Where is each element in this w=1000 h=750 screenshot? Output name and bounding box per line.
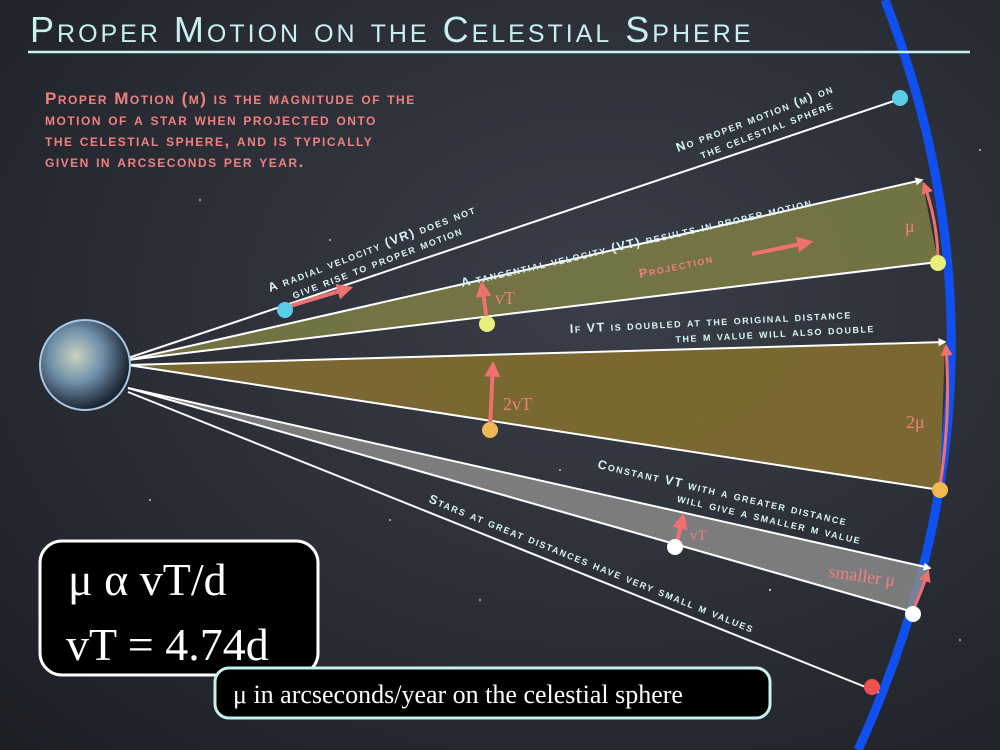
radial-velocity-arrow — [289, 284, 354, 308]
vt-arrow — [475, 280, 492, 323]
star-very-distant — [864, 679, 880, 695]
star-doubled — [482, 422, 498, 438]
star-distant — [667, 539, 683, 555]
star-no-motion — [892, 90, 908, 106]
earth — [39, 319, 131, 411]
intro-line: Proper Motion (μ) is the magnitude of th… — [45, 89, 416, 108]
wedge-distant — [128, 388, 930, 612]
caption-box — [213, 666, 772, 720]
intro-text: Proper Motion (μ) is the magnitude of th… — [45, 89, 416, 171]
mu-arrow — [921, 181, 940, 259]
label-2vt: 2vT — [503, 394, 532, 414]
caption: μ in arcseconds/year on the celestial sp… — [233, 680, 683, 709]
intro-line: the celestial sphere, and is typically — [45, 131, 373, 150]
page-title: Proper Motion on the Celestial Sphere — [30, 9, 753, 50]
star-tangential — [479, 316, 495, 332]
star-distant-projected — [905, 606, 921, 622]
label-radial: A radial velocity (VR) does not — [266, 202, 478, 294]
smaller-mu-arrow — [912, 569, 931, 609]
projection-arrow — [751, 236, 814, 256]
formula-box — [38, 539, 320, 677]
formula-vt: vT = 4.74d — [66, 619, 269, 670]
star-radial — [277, 302, 293, 318]
rays — [127, 99, 947, 694]
celestial-sphere-arc — [853, 0, 956, 750]
formula-proportional: μ α vT/d — [68, 554, 227, 605]
intro-line: given in arcseconds per year. — [45, 152, 305, 171]
label-vt: vT — [495, 288, 515, 308]
wedge-doubled — [128, 342, 945, 490]
star-tangential-projected — [930, 255, 946, 271]
label-2mu: 2μ — [906, 412, 925, 432]
two-vt-arrow — [484, 360, 501, 429]
star-doubled-projected — [932, 482, 948, 498]
label-vt-distant: vT — [690, 528, 707, 544]
intro-line: motion of a star when projected onto — [45, 110, 377, 129]
two-mu-arrow — [938, 343, 953, 487]
label-mu: μ — [905, 216, 915, 236]
